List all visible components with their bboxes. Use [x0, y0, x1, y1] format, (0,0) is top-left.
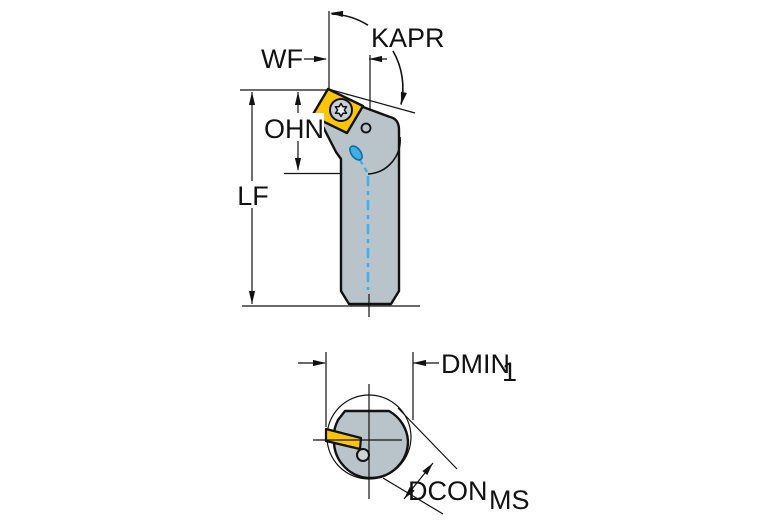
- cutting-edge-extension-line: [327, 88, 416, 114]
- ohn-label-mask: [264, 113, 324, 141]
- kapr-label: KAPR: [371, 23, 445, 53]
- dcon-lower-arrowhead: [404, 486, 415, 499]
- dmin-left-arrowhead: [313, 359, 326, 367]
- kapr-angle-arc: [331, 13, 369, 26]
- dcon-subscript-label: MS: [489, 485, 530, 515]
- kapr-arc-bottom-arrowhead: [400, 91, 407, 105]
- lf-up-arrowhead: [248, 92, 256, 105]
- end-view: [298, 352, 458, 515]
- ohn-down-arrowhead: [294, 158, 302, 171]
- torx-screw-icon: [329, 98, 353, 122]
- dmin-subscript-label: 1: [502, 357, 517, 387]
- dcon-upper-arrowhead: [422, 463, 433, 476]
- dimension-arrowheads: [248, 10, 433, 499]
- screw-hole-circle: [356, 448, 370, 462]
- coolant-centerline: [358, 159, 370, 290]
- pin-circle: [360, 122, 372, 134]
- dcon-upper-extension-line: [397, 407, 458, 470]
- wf-arrowhead-right: [314, 55, 327, 63]
- dcon-lower-extension-line: [382, 477, 444, 515]
- ohn-label: OHN: [264, 114, 324, 144]
- dcon-label: DCON: [408, 476, 488, 506]
- wf-arrowhead-left: [369, 55, 382, 63]
- side-view: [240, 11, 420, 317]
- lf-label: LF: [237, 181, 269, 211]
- lf-down-arrowhead: [248, 291, 256, 304]
- dmin-right-arrowhead: [413, 359, 426, 367]
- kapr-arc-top-arrowhead: [330, 10, 344, 17]
- tool-body-side-view: [316, 105, 401, 306]
- ohn-up-arrowhead: [294, 92, 302, 105]
- dmin-label: DMIN: [441, 349, 510, 379]
- head-blend-arc: [367, 136, 401, 175]
- lf-label-mask: [235, 181, 271, 208]
- coolant-hole: [349, 145, 363, 161]
- wf-label: WF: [261, 44, 303, 74]
